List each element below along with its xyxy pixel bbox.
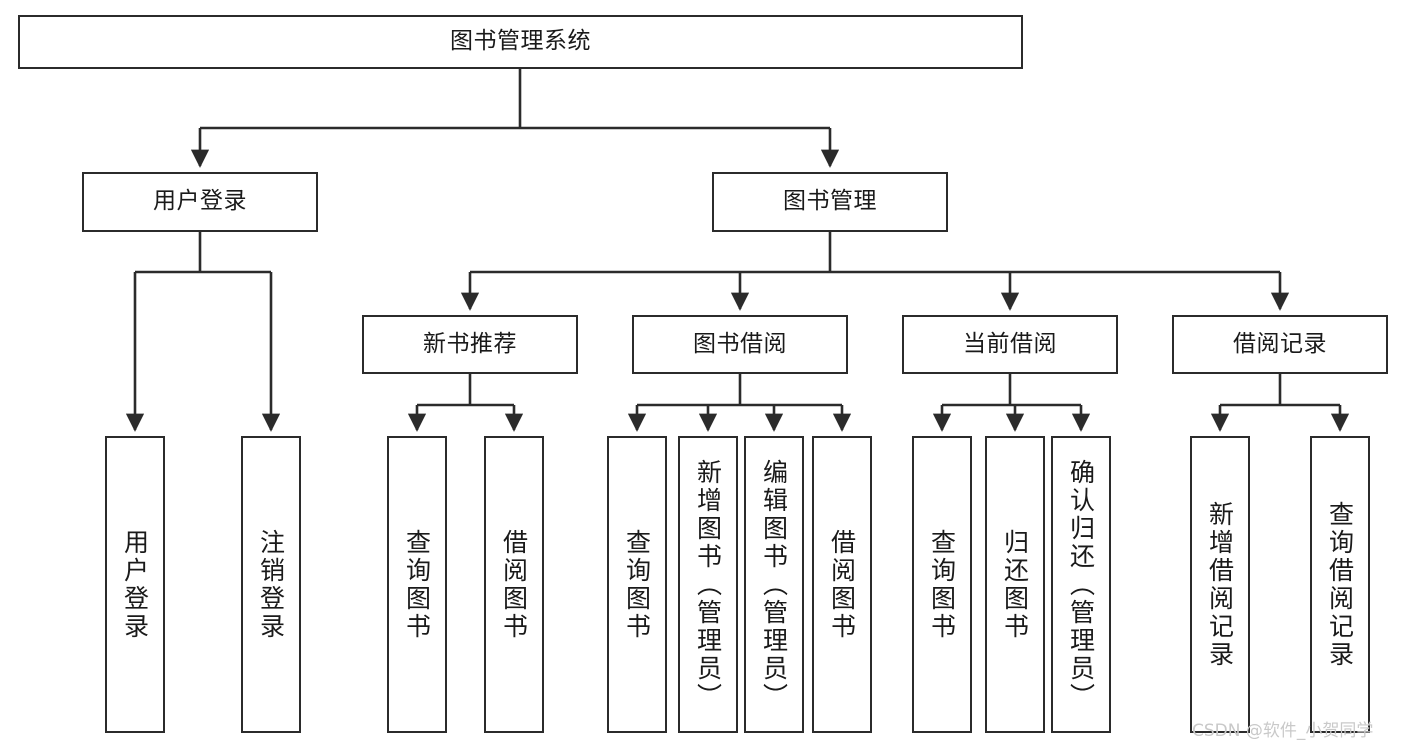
node-leaf-query-book-borrow-label: 查询图书: [622, 528, 652, 641]
node-book-manage-label: 图书管理: [783, 188, 877, 215]
node-current-borrow[interactable]: 当前借阅: [902, 315, 1118, 374]
node-user-login[interactable]: 用户登录: [82, 172, 318, 232]
node-borrow-record[interactable]: 借阅记录: [1172, 315, 1388, 374]
node-leaf-add-borrow-record[interactable]: 新增借阅记录: [1190, 436, 1250, 733]
node-root-label: 图书管理系统: [450, 28, 591, 55]
node-leaf-user-logout[interactable]: 注销登录: [241, 436, 301, 733]
node-leaf-query-book-recommend[interactable]: 查询图书: [387, 436, 447, 733]
node-leaf-user-logout-label: 注销登录: [256, 528, 286, 641]
node-book-borrow[interactable]: 图书借阅: [632, 315, 848, 374]
node-leaf-confirm-return-admin-label: 确认归还（管理员）: [1066, 458, 1096, 711]
node-leaf-return-book[interactable]: 归还图书: [985, 436, 1045, 733]
node-leaf-add-book-admin[interactable]: 新增图书（管理员）: [678, 436, 738, 733]
node-leaf-query-book-borrow[interactable]: 查询图书: [607, 436, 667, 733]
node-book-manage[interactable]: 图书管理: [712, 172, 948, 232]
node-new-book-recommend-label: 新书推荐: [423, 330, 517, 357]
node-leaf-query-book-current-label: 查询图书: [927, 528, 957, 641]
node-leaf-edit-book-admin-label: 编辑图书（管理员）: [759, 458, 789, 711]
node-leaf-borrow-book-recommend[interactable]: 借阅图书: [484, 436, 544, 733]
node-new-book-recommend[interactable]: 新书推荐: [362, 315, 578, 374]
node-leaf-query-borrow-record[interactable]: 查询借阅记录: [1310, 436, 1370, 733]
node-leaf-add-book-admin-label: 新增图书（管理员）: [693, 458, 723, 711]
node-leaf-user-login[interactable]: 用户登录: [105, 436, 165, 733]
node-root[interactable]: 图书管理系统: [18, 15, 1023, 69]
node-leaf-query-book-current[interactable]: 查询图书: [912, 436, 972, 733]
node-leaf-query-borrow-record-label: 查询借阅记录: [1325, 500, 1355, 669]
node-leaf-query-book-recommend-label: 查询图书: [402, 528, 432, 641]
node-leaf-borrow-book[interactable]: 借阅图书: [812, 436, 872, 733]
node-current-borrow-label: 当前借阅: [963, 330, 1057, 357]
node-leaf-add-borrow-record-label: 新增借阅记录: [1205, 500, 1235, 669]
node-leaf-borrow-book-recommend-label: 借阅图书: [499, 528, 529, 641]
node-leaf-user-login-label: 用户登录: [120, 528, 150, 641]
node-borrow-record-label: 借阅记录: [1233, 330, 1327, 357]
node-user-login-label: 用户登录: [153, 188, 247, 215]
node-leaf-borrow-book-label: 借阅图书: [827, 528, 857, 641]
csdn-watermark: CSDN @软件_小贺同学: [1192, 721, 1374, 741]
node-leaf-edit-book-admin[interactable]: 编辑图书（管理员）: [744, 436, 804, 733]
node-book-borrow-label: 图书借阅: [693, 330, 787, 357]
node-leaf-return-book-label: 归还图书: [1000, 528, 1030, 641]
node-leaf-confirm-return-admin[interactable]: 确认归还（管理员）: [1051, 436, 1111, 733]
